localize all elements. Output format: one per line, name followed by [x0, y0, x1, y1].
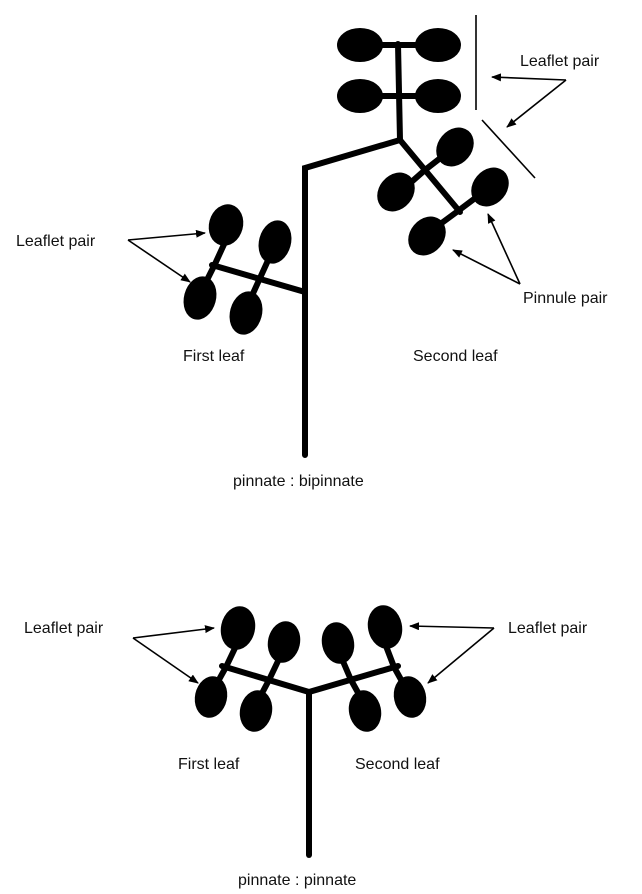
top-label-second-leaf: Second leaf	[413, 348, 498, 365]
bottom-label-first-leaf: First leaf	[178, 756, 240, 773]
bottom-label-second-leaf: Second leaf	[355, 756, 440, 773]
top-arrow-pinnule	[453, 250, 520, 284]
bottom-first-leaflet	[264, 618, 304, 666]
bottom-arrow-leaflet-left	[133, 628, 214, 638]
bottom-arrow-leaflet-left	[133, 638, 198, 683]
top-label-pinnule: Pinnule pair	[523, 290, 608, 307]
bottom-arrow-leaflet-right	[428, 628, 494, 683]
top-second-leaf-rachis	[398, 44, 400, 140]
bottom-second-leaflet	[364, 602, 406, 652]
bottom-first-leaflet	[191, 673, 231, 721]
top-caption: pinnate : bipinnate	[233, 473, 364, 490]
top-second-leaflet	[415, 28, 461, 62]
bottom-label-leaflet-left: Leaflet pair	[24, 620, 104, 637]
top-arrow-pinnule	[488, 214, 520, 284]
bottom-caption: pinnate : pinnate	[238, 872, 356, 889]
top-second-leaflet	[337, 28, 383, 62]
top-pinnule	[463, 160, 516, 214]
top-arrow-leaflet-left	[128, 233, 205, 240]
top-label-leaflet-left: Leaflet pair	[16, 233, 96, 250]
bottom-first-petiolule	[269, 659, 279, 680]
bottom-first-leaflet	[236, 687, 276, 735]
bottom-arrow-leaflet-right	[410, 626, 494, 628]
top-first-leaflet	[254, 217, 296, 268]
top-first-leaflet	[225, 288, 267, 339]
top-arrow-leaflet-right	[492, 77, 566, 80]
top-arrow-leaflet-right	[507, 80, 566, 127]
bottom-second-leaflet	[390, 673, 430, 721]
top-label-leaflet-right: Leaflet pair	[520, 53, 600, 70]
top-arrow-leaflet-left	[128, 240, 190, 282]
top-label-first-leaf: First leaf	[183, 348, 245, 365]
top-pinnule	[428, 120, 481, 174]
bottom-second-leaflet	[318, 619, 358, 667]
top-second-leaflet	[337, 79, 383, 113]
top-first-leaflet	[204, 200, 248, 249]
bottom-first-leaflet	[217, 603, 259, 653]
bottom-diagram: Leaflet pair Leaflet pair First leaf Sec…	[24, 602, 588, 889]
top-pinnule	[369, 165, 422, 219]
bottom-second-leaflet	[345, 687, 385, 735]
bottom-label-leaflet-right: Leaflet pair	[508, 620, 588, 637]
top-first-leaflet	[179, 273, 221, 324]
bottom-second-petiolule	[386, 646, 394, 667]
top-diagram: Leaflet pair Leaflet pair Pinnule pair F…	[16, 15, 608, 490]
top-second-leaflet	[415, 79, 461, 113]
